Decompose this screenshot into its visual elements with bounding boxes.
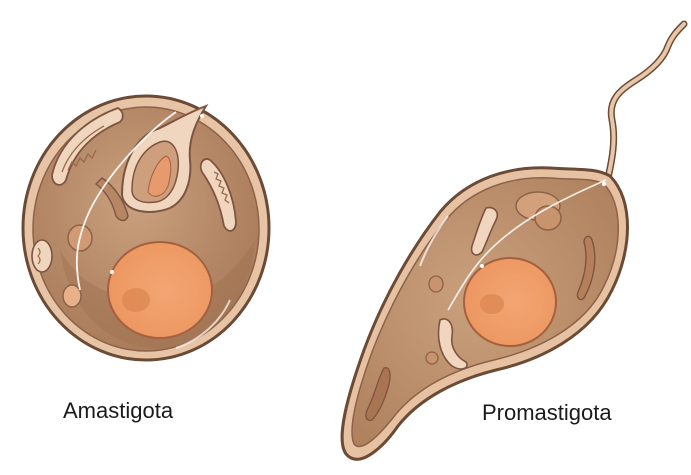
amastigote-vesicle-2	[63, 285, 81, 307]
amastigote-nucleus	[108, 242, 212, 338]
promastigote-sparkle-1	[602, 182, 606, 186]
amastigote-sparkle-1	[200, 114, 204, 118]
promastigote-flagellum-inner	[608, 24, 684, 178]
promastigote-sparkle-2	[480, 264, 484, 268]
promastigote-vesicle-1	[429, 276, 443, 292]
promastigota-label: Promastigota	[482, 400, 612, 426]
promastigote-cell	[342, 24, 684, 459]
promastigote-flagellum	[608, 24, 684, 178]
promastigote-nucleus	[464, 258, 556, 346]
amastigote-cell	[23, 96, 269, 360]
amastigote-sparkle-2	[110, 270, 114, 274]
amastigota-label: Amastigota	[63, 398, 173, 424]
amastigote-organelle-left	[32, 240, 52, 272]
promastigote-vesicle-2	[426, 352, 438, 364]
